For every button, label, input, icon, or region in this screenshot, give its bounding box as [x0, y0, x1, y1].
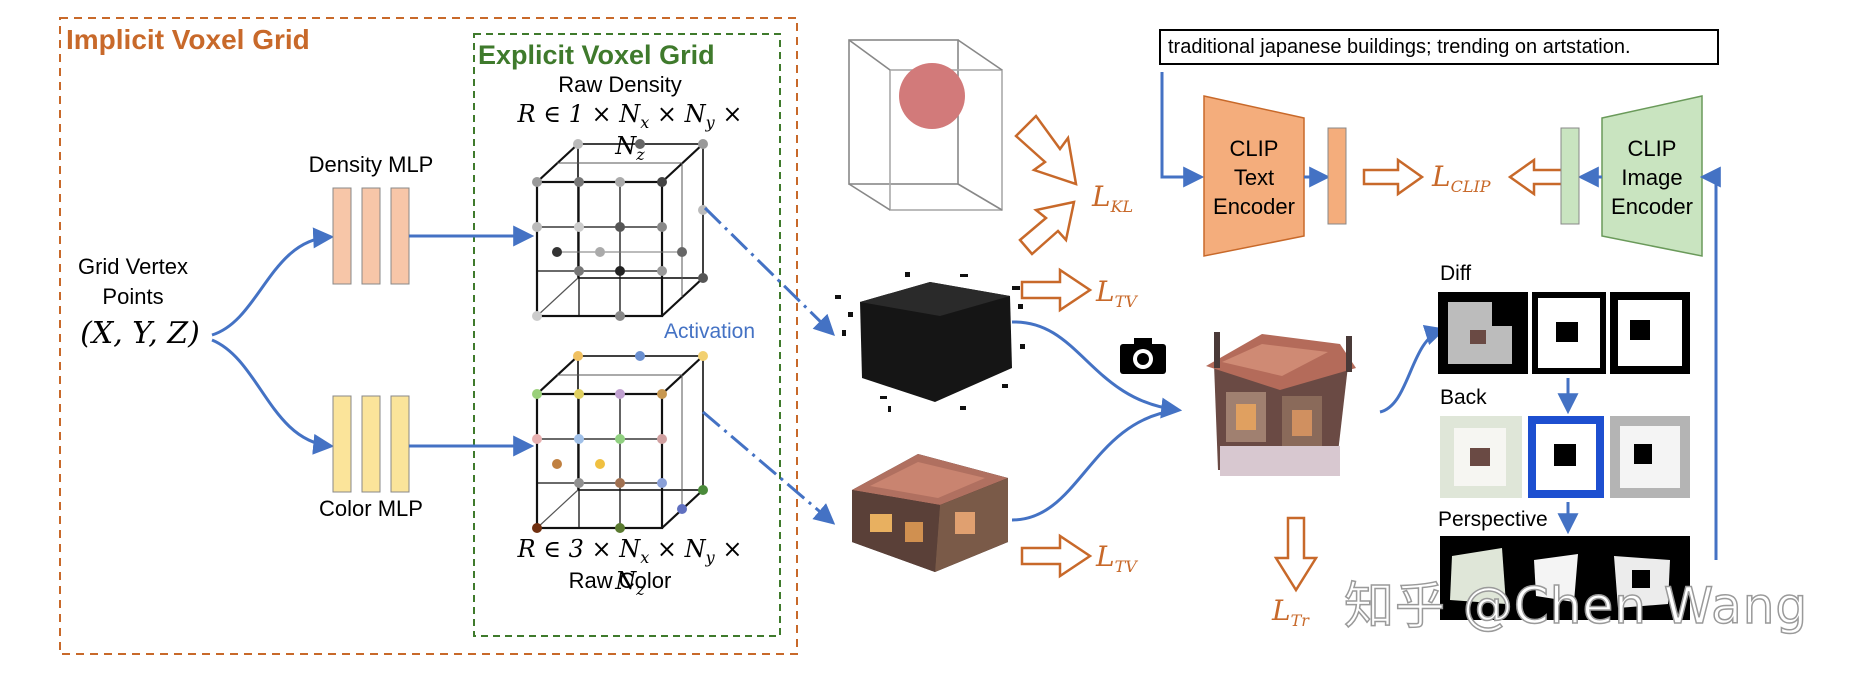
loss-kl: LKL — [1092, 180, 1133, 216]
hollow-arrow-render-to-tr — [1273, 516, 1319, 593]
raw-color-label: Raw Color — [568, 568, 672, 593]
density-mlp-label: Density MLP — [308, 152, 434, 177]
text-embedding — [1327, 127, 1347, 225]
arrow-input-to-color-mlp — [211, 338, 335, 455]
clip-text-encoder-shape[interactable] — [1203, 95, 1305, 257]
rendered-view — [1206, 332, 1356, 476]
loss-tv-bottom-symbol: L — [1096, 540, 1115, 573]
loss-tv-top: LTV — [1096, 275, 1137, 311]
arrow-prompt-to-text-encoder — [1160, 72, 1205, 188]
clip-image-encoder-label: CLIP Image Encoder — [1604, 134, 1700, 221]
implicit-grid-frame — [59, 17, 798, 655]
arrow-render-to-diff — [1379, 325, 1447, 414]
clip-text-encoder-label: CLIP Text Encoder — [1206, 134, 1302, 221]
activation-label: Activation — [664, 320, 756, 343]
loss-kl-symbol: L — [1092, 180, 1111, 213]
color-voxel-cube — [535, 355, 704, 530]
explicit-grid-frame — [473, 33, 781, 637]
clip-image-encoder-line2: Image — [1621, 165, 1683, 190]
hollow-arrow-color-to-tv — [1020, 533, 1093, 579]
arrow-density-grid-to-volume — [703, 206, 835, 336]
clip-text-encoder-line2: Text — [1233, 165, 1275, 190]
density-formula: R ∈ 1 × Nx × Ny × Nz — [517, 100, 743, 164]
hollow-arrow-density-to-kl — [1018, 200, 1076, 256]
back-thumbnails — [1440, 416, 1690, 498]
clip-image-encoder-line3: Encoder — [1611, 194, 1693, 219]
grid-vertex-label-line1: Grid Vertex — [77, 254, 189, 279]
density-voxel-points — [532, 139, 708, 321]
loss-tv-top-sub: TV — [1114, 292, 1137, 311]
density-formula-prefix: R ∈ 1 × N — [517, 100, 641, 128]
color-volume-render — [852, 454, 1008, 572]
color-mlp-label: Color MLP — [319, 496, 423, 521]
loss-tr: LTr — [1272, 594, 1309, 630]
explicit-grid-title: Explicit Voxel Grid — [478, 40, 715, 70]
image-embedding — [1560, 127, 1580, 225]
arrow-augment-to-image-encoder — [1699, 166, 1721, 560]
hollow-arrow-sphere-to-kl — [1014, 114, 1078, 186]
implicit-grid-title: Implicit Voxel Grid — [66, 24, 310, 55]
clip-image-encoder-line1: CLIP — [1627, 136, 1677, 161]
loss-clip: LCLIP — [1432, 160, 1491, 196]
diff-thumbnails — [1438, 292, 1690, 374]
loss-clip-symbol: L — [1432, 160, 1451, 193]
arrow-input-to-density-mlp — [211, 227, 335, 337]
hollow-arrow-density-to-tv — [1020, 267, 1093, 313]
clip-text-encoder-line1: CLIP — [1229, 136, 1279, 161]
prompt-box — [1159, 29, 1719, 65]
color-voxel-points — [532, 351, 708, 533]
raw-density-label: Raw Density — [558, 72, 682, 97]
camera-icon — [1120, 338, 1166, 374]
perspective-thumbnails — [1440, 536, 1690, 620]
watermark: 知乎 @Chen Wang — [1343, 576, 1809, 636]
loss-tv-bottom-sub: TV — [1114, 557, 1137, 576]
arrow-color-grid-to-volume — [702, 410, 836, 525]
loss-tv-top-symbol: L — [1096, 275, 1115, 308]
color-mlp — [332, 395, 410, 493]
grid-vertex-label-line2: Points — [102, 284, 164, 309]
hollow-arrow-text-to-clip — [1362, 157, 1425, 197]
arrow-color-to-render — [1011, 408, 1179, 522]
back-label: Back — [1440, 386, 1487, 409]
density-voxel-cube — [535, 143, 704, 318]
loss-clip-sub: CLIP — [1450, 177, 1491, 196]
color-formula: R ∈ 3 × Nx × Ny × Nz — [517, 535, 743, 599]
density-mlp — [332, 187, 410, 285]
clip-text-encoder-line3: Encoder — [1213, 194, 1295, 219]
prior-sphere — [899, 63, 965, 129]
loss-kl-sub: KL — [1110, 197, 1134, 216]
color-formula-prefix: R ∈ 3 × N — [517, 535, 641, 563]
arrow-density-to-render — [1011, 320, 1183, 419]
grid-vertex-coords: (X, Y, Z) — [80, 316, 200, 351]
loss-tr-symbol: L — [1272, 594, 1291, 627]
prompt-text: traditional japanese buildings; trending… — [1168, 36, 1631, 58]
clip-image-encoder-shape[interactable] — [1601, 95, 1703, 257]
density-volume-render — [835, 272, 1025, 412]
loss-tr-sub: Tr — [1290, 611, 1309, 630]
loss-tv-bottom: LTV — [1096, 540, 1137, 576]
diff-label: Diff — [1440, 262, 1472, 285]
hollow-arrow-image-to-clip — [1507, 157, 1570, 197]
perspective-label: Perspective — [1438, 508, 1548, 531]
